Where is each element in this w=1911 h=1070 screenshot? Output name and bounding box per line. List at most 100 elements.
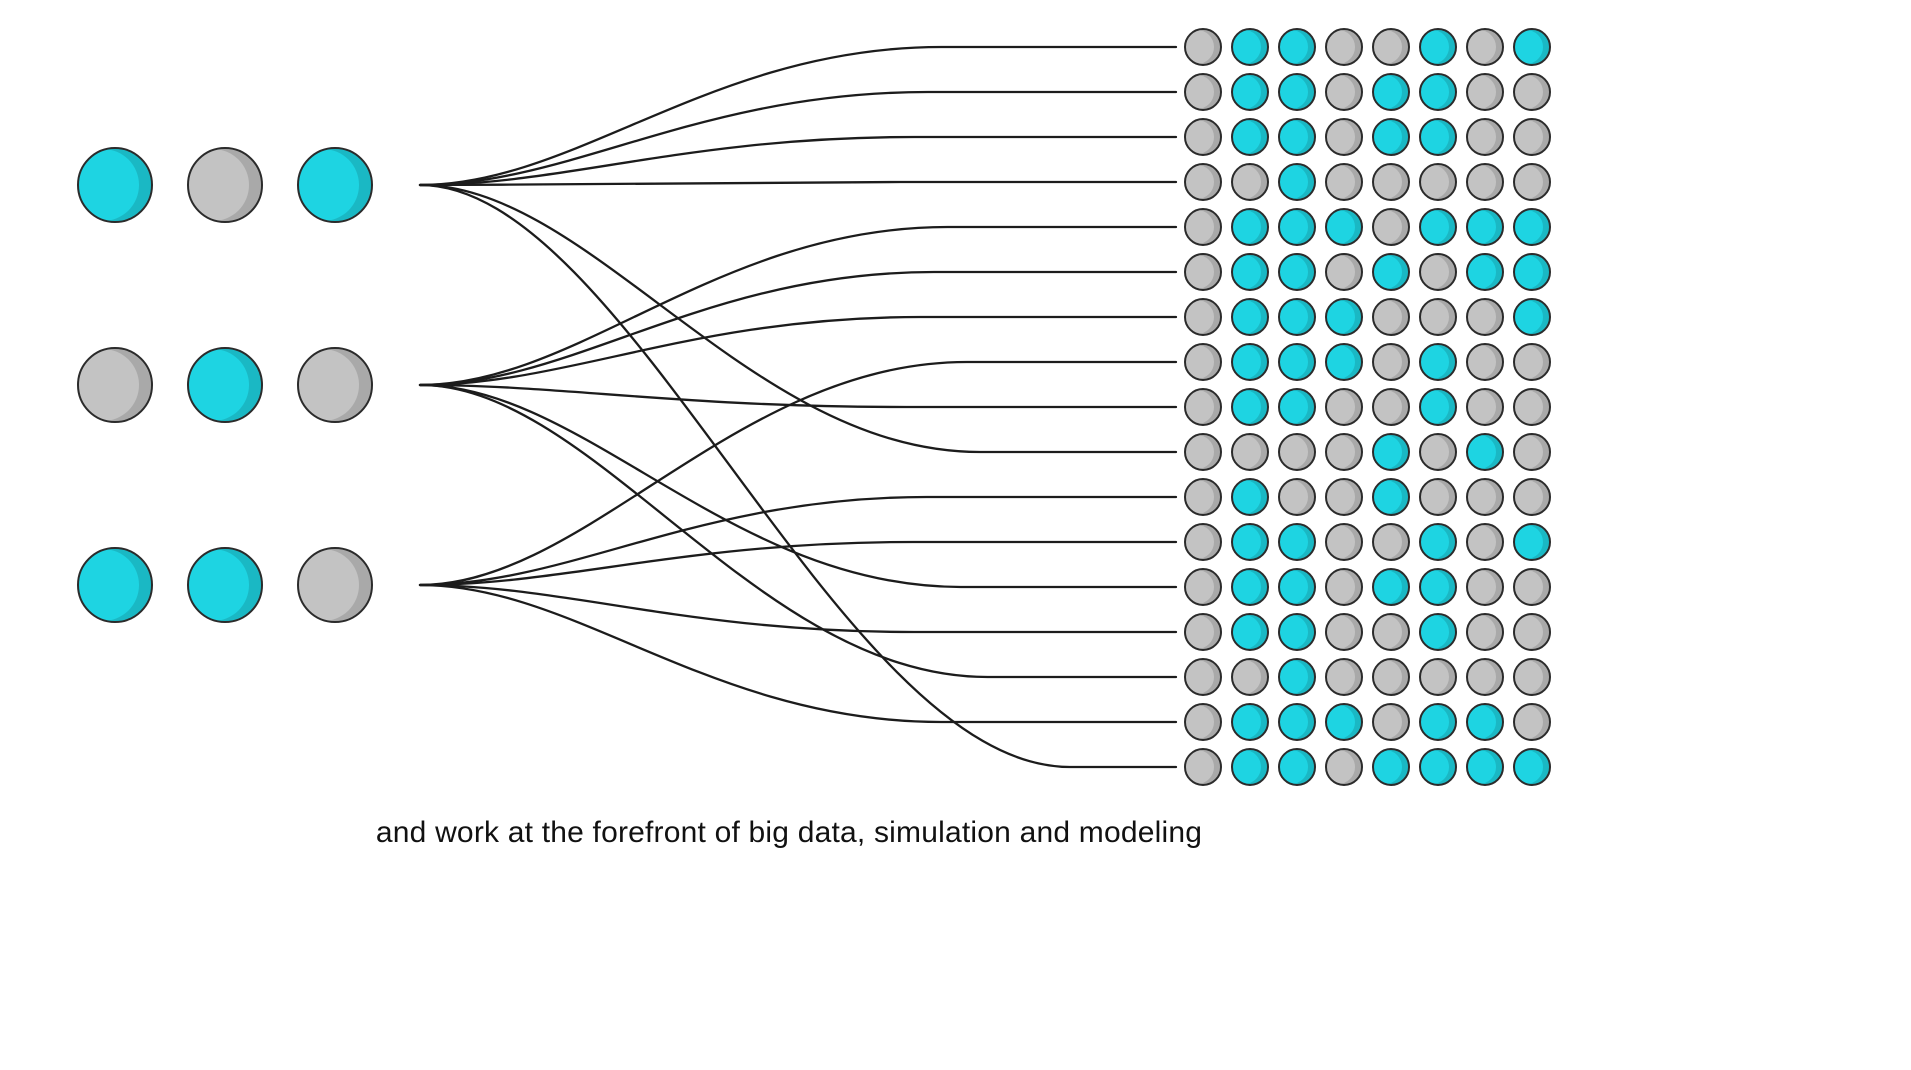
input-node [297,547,373,623]
output-node [1372,388,1410,426]
output-node [1325,658,1363,696]
connection-path [418,540,1178,587]
output-node [1325,703,1363,741]
output-node [1419,343,1457,381]
input-node [297,347,373,423]
output-node [1278,388,1316,426]
output-node [1278,523,1316,561]
output-node [1184,613,1222,651]
output-node [1325,523,1363,561]
output-node [1278,73,1316,111]
input-node [77,547,153,623]
output-node [1513,478,1551,516]
output-node [1513,208,1551,246]
output-node [1372,118,1410,156]
output-node [1278,298,1316,336]
output-node [1466,433,1504,471]
output-node [1513,73,1551,111]
output-node [1419,478,1457,516]
output-node [1231,163,1269,201]
output-node [1466,28,1504,66]
output-node [1372,523,1410,561]
output-node [1466,703,1504,741]
output-node [1325,748,1363,786]
output-node [1278,703,1316,741]
output-node [1466,343,1504,381]
output-node [1184,703,1222,741]
connection-path [418,383,1178,679]
output-node [1513,658,1551,696]
output-node [1278,28,1316,66]
caption-text: and work at the forefront of big data, s… [375,816,1203,849]
input-node [187,547,263,623]
connection-path [418,183,1178,769]
output-node [1231,298,1269,336]
output-node [1325,433,1363,471]
output-node [1513,28,1551,66]
output-node [1513,163,1551,201]
output-node [1278,118,1316,156]
output-node [1231,208,1269,246]
output-node [1184,433,1222,471]
output-node [1466,748,1504,786]
output-node [1184,568,1222,606]
connection-path [418,360,1178,587]
output-node [1325,478,1363,516]
output-node [1466,253,1504,291]
output-node [1231,253,1269,291]
connection-path [418,45,1178,187]
output-node [1372,703,1410,741]
output-node [1325,613,1363,651]
output-node [1231,748,1269,786]
output-node [1278,568,1316,606]
output-node [1231,568,1269,606]
output-node [1325,568,1363,606]
output-node [1231,523,1269,561]
output-node [1513,298,1551,336]
output-node [1184,388,1222,426]
output-node [1513,748,1551,786]
output-node [1184,208,1222,246]
output-node [1278,613,1316,651]
output-node [1372,163,1410,201]
output-node [1466,523,1504,561]
output-node [1513,433,1551,471]
output-node [1466,298,1504,336]
connection-path [418,270,1178,387]
output-node [1325,343,1363,381]
connection-path [418,383,1178,409]
output-node [1231,658,1269,696]
output-node [1278,433,1316,471]
output-node [1466,73,1504,111]
connection-path [418,383,1178,589]
connection-path [418,180,1178,187]
input-node [77,347,153,423]
output-node [1419,73,1457,111]
output-node [1513,523,1551,561]
output-node [1466,118,1504,156]
output-node [1231,28,1269,66]
output-node [1372,28,1410,66]
output-node [1325,253,1363,291]
output-node [1513,613,1551,651]
output-node [1278,208,1316,246]
input-node [77,147,153,223]
output-node [1419,298,1457,336]
output-node [1184,73,1222,111]
connection-path [418,583,1178,724]
connection-path [418,583,1178,634]
output-node [1372,613,1410,651]
output-node [1184,478,1222,516]
input-node [187,347,263,423]
output-node [1231,478,1269,516]
connection-path [418,495,1178,587]
output-node [1372,298,1410,336]
output-node [1325,118,1363,156]
output-node [1231,118,1269,156]
output-node [1419,433,1457,471]
connection-path [418,90,1178,187]
output-node [1372,73,1410,111]
output-node [1513,253,1551,291]
output-node [1325,73,1363,111]
